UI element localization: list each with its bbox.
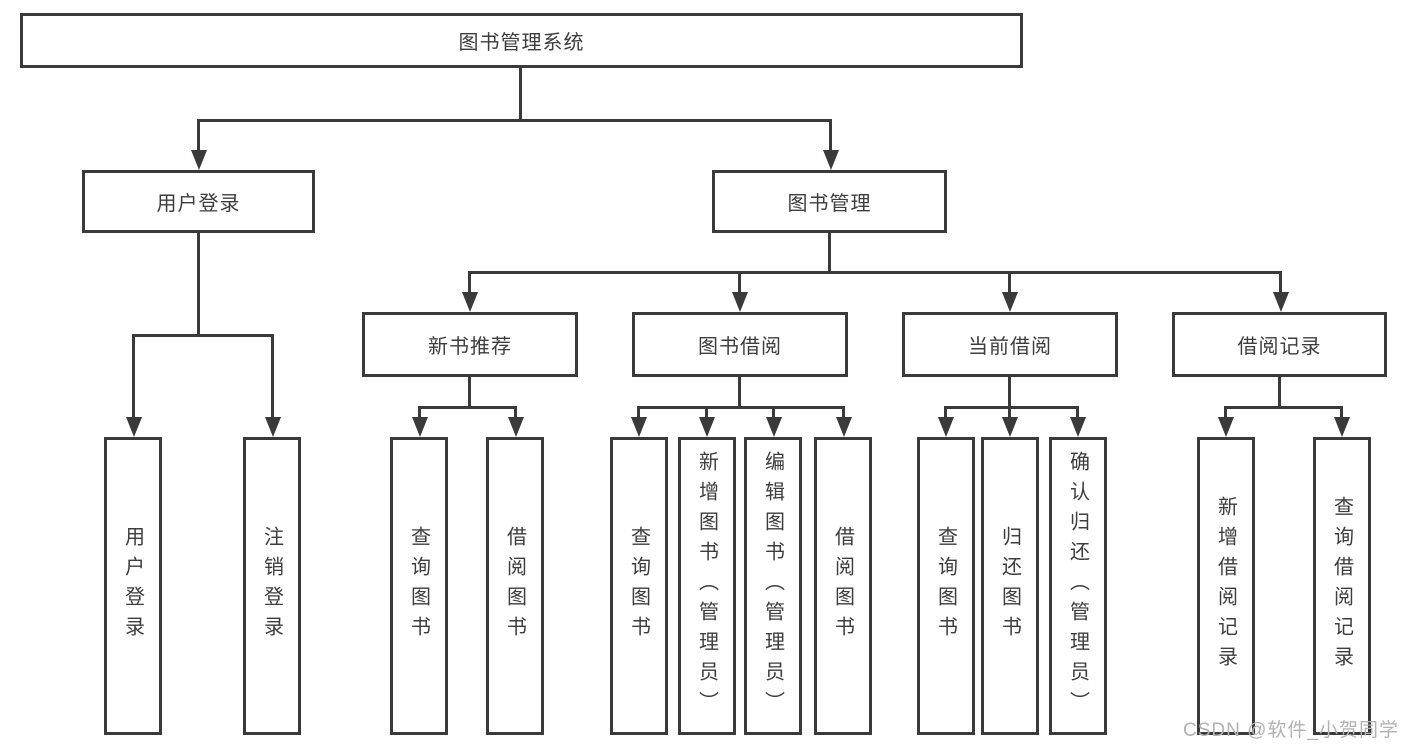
- leaf-bb-borrow-books-label: 借阅图书: [831, 526, 854, 646]
- arrow-to-user-login: [190, 119, 207, 170]
- leaf-bb-borrow-books: 借阅图书: [814, 437, 872, 735]
- connector-userlogin-vline: [197, 233, 200, 337]
- leaf-user-login: 用户登录: [104, 437, 162, 735]
- connector-bookmgmt-vline: [828, 233, 831, 274]
- arrow-to-bb-edit: [765, 406, 782, 437]
- node-user-login-label: 用户登录: [156, 193, 241, 215]
- arrow-to-current-borrow: [1001, 271, 1018, 312]
- connector-currentborrow-vline: [1008, 377, 1011, 409]
- arrow-to-new-book-recommend: [461, 271, 478, 312]
- node-book-borrow: 图书借阅: [632, 312, 848, 377]
- arrow-to-br-query: [1333, 406, 1350, 437]
- arrow-to-leaf-user-login: [125, 334, 142, 437]
- arrow-to-borrow-records: [1272, 271, 1289, 312]
- leaf-bb-query-books-label: 查询图书: [627, 526, 650, 646]
- connector-userlogin-hline: [132, 334, 274, 337]
- arrow-to-book-borrow: [731, 271, 748, 312]
- connector-newrec-vline: [468, 377, 471, 409]
- leaf-logout-label: 注销登录: [260, 526, 283, 646]
- leaf-rec-query-books-label: 查询图书: [407, 526, 430, 646]
- node-current-borrow-label: 当前借阅: [968, 336, 1052, 358]
- node-user-login: 用户登录: [82, 170, 315, 233]
- arrow-to-leaf-logout: [264, 334, 281, 437]
- node-book-management-label: 图书管理: [787, 193, 872, 215]
- node-book-borrow-label: 图书借阅: [698, 336, 782, 358]
- leaf-br-add-record: 新增借阅记录: [1197, 437, 1255, 735]
- leaf-cb-confirm-return-label: 确认归还（管理员）: [1066, 451, 1089, 721]
- node-borrow-records-label: 借阅记录: [1237, 336, 1322, 358]
- leaf-rec-query-books: 查询图书: [390, 437, 448, 735]
- leaf-cb-return-books-label: 归还图书: [998, 526, 1021, 646]
- arrow-to-rec-query: [411, 406, 428, 437]
- leaf-bb-query-books: 查询图书: [610, 437, 668, 735]
- leaf-bb-add-books-label: 新增图书（管理员）: [695, 451, 718, 721]
- node-library-system: 图书管理系统: [20, 13, 1023, 68]
- leaf-br-query-record: 查询借阅记录: [1313, 437, 1371, 735]
- connector-bookborrow-vline: [738, 377, 741, 409]
- node-new-book-recommend-label: 新书推荐: [428, 336, 512, 358]
- node-current-borrow: 当前借阅: [902, 312, 1118, 377]
- connector-newrec-hline: [418, 406, 517, 409]
- leaf-cb-confirm-return: 确认归还（管理员）: [1049, 437, 1107, 735]
- arrow-to-book-management: [822, 119, 839, 170]
- leaf-br-query-record-label: 查询借阅记录: [1330, 496, 1353, 676]
- leaf-logout: 注销登录: [243, 437, 301, 735]
- arrow-to-cb-query: [937, 406, 954, 437]
- arrow-to-bb-borrow: [835, 406, 852, 437]
- connector-root-vline: [519, 68, 522, 122]
- leaf-bb-add-books: 新增图书（管理员）: [678, 437, 736, 735]
- arrow-to-cb-confirm: [1069, 406, 1086, 437]
- leaf-cb-query-books-label: 查询图书: [934, 526, 957, 646]
- connector-records-hline: [1224, 406, 1343, 409]
- leaf-user-login-label: 用户登录: [121, 526, 144, 646]
- watermark: CSDN @软件_小贺同学: [1183, 720, 1399, 741]
- leaf-cb-return-books: 归还图书: [981, 437, 1039, 735]
- node-book-management: 图书管理: [712, 170, 947, 233]
- connector-currentborrow-hline: [944, 406, 1079, 409]
- node-borrow-records: 借阅记录: [1172, 312, 1387, 377]
- leaf-rec-borrow-books-label: 借阅图书: [503, 526, 526, 646]
- node-new-book-recommend: 新书推荐: [362, 312, 578, 377]
- leaf-rec-borrow-books: 借阅图书: [486, 437, 544, 735]
- arrow-to-br-add: [1217, 406, 1234, 437]
- node-library-system-label: 图书管理系统: [458, 32, 585, 54]
- connector-root-hline: [197, 119, 832, 122]
- leaf-bb-edit-books-label: 编辑图书（管理员）: [761, 451, 784, 721]
- arrow-to-cb-return: [1001, 406, 1018, 437]
- leaf-bb-edit-books: 编辑图书（管理员）: [744, 437, 802, 735]
- arrow-to-rec-borrow: [507, 406, 524, 437]
- arrow-to-bb-add: [698, 406, 715, 437]
- leaf-cb-query-books: 查询图书: [917, 437, 975, 735]
- connector-records-vline: [1278, 377, 1281, 409]
- leaf-br-add-record-label: 新增借阅记录: [1214, 496, 1237, 676]
- arrow-to-bb-query: [630, 406, 647, 437]
- connector-bookmgmt-hline: [468, 271, 1282, 274]
- connector-bookborrow-hline: [637, 406, 845, 409]
